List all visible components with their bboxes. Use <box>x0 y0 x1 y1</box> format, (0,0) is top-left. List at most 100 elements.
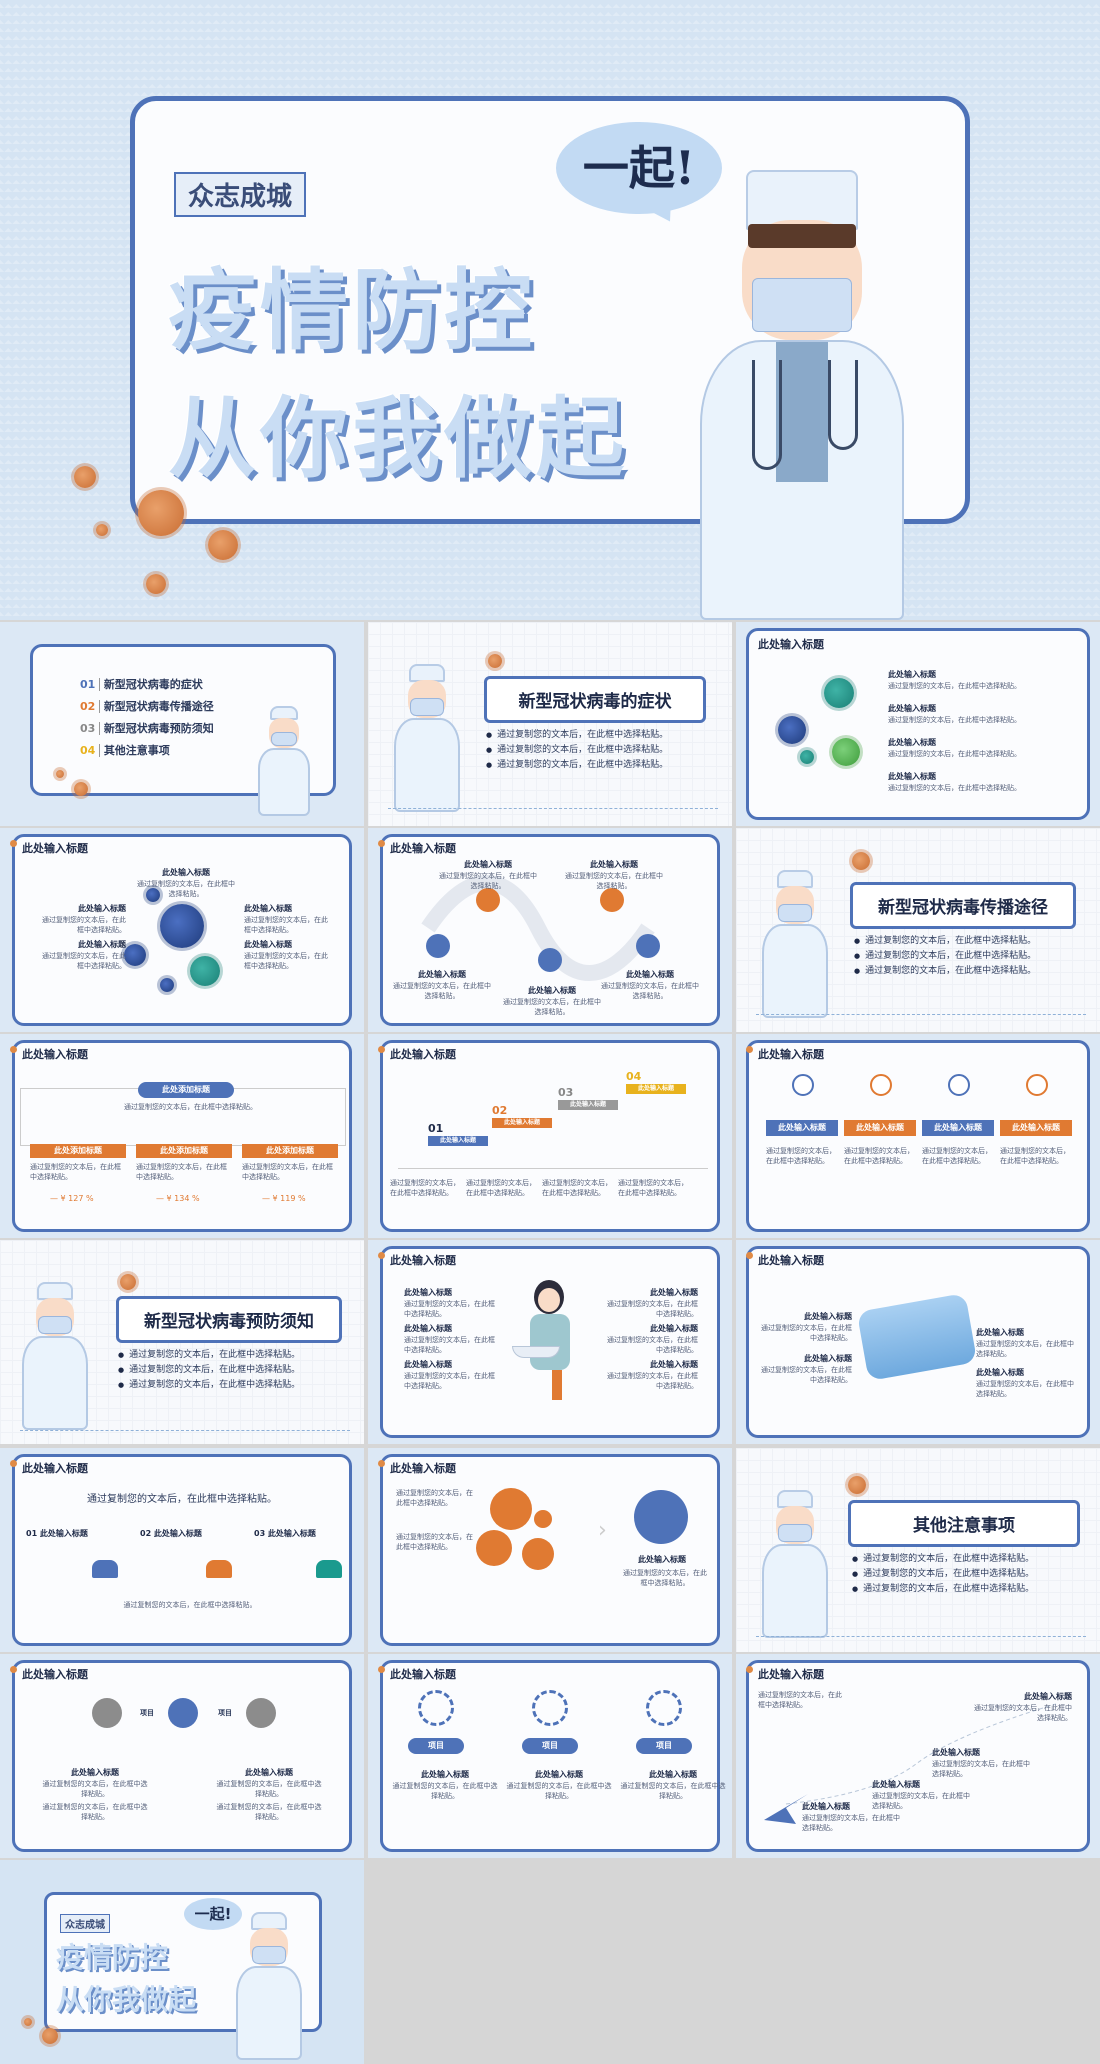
user-icon <box>92 1698 122 1728</box>
section-title: 新型冠状病毒预防须知 <box>116 1296 342 1343</box>
hand-icon <box>948 1074 970 1096</box>
content-slide[interactable]: 此处输入标题 项目 项目 此处输入标题通过复制您的文本后，在此框中选择粘贴。 此… <box>0 1654 364 1858</box>
slide-heading: 此处输入标题 <box>390 1668 456 1681</box>
hand-icon <box>870 1074 892 1096</box>
virus-icon <box>42 2028 58 2044</box>
orange-circle <box>490 1488 532 1530</box>
section-slide-1[interactable]: 新型冠状病毒的症状 通过复制您的文本后，在此框中选择粘贴。通过复制您的文本后，在… <box>368 622 732 826</box>
content-slide[interactable]: 此处输入标题 › 通过复制您的文本后，在此框中选择粘贴。 通过复制您的文本后，在… <box>368 1448 732 1652</box>
slide-heading: 此处输入标题 <box>22 1668 88 1681</box>
slide-heading: 此处输入标题 <box>22 842 88 855</box>
virus-icon <box>160 978 174 992</box>
virus-icon <box>74 782 88 796</box>
content-slide[interactable]: 此处输入标题 01 02 03 04 此处输入标题 此处输入标题 此处输入标题 … <box>368 1034 732 1238</box>
content-slide[interactable]: 此处输入标题 此处添加标题 通过复制您的文本后，在此框中选择粘贴。 此处添加标题… <box>0 1034 364 1238</box>
slide-heading: 此处输入标题 <box>22 1048 88 1061</box>
content-slide[interactable]: 此处输入标题 通过复制您的文本后，在此框中选择粘贴。 此处输入标题通过复制您的文… <box>736 1654 1100 1858</box>
closing-title-line2: 从你我做起 <box>56 1983 197 2016</box>
content-slide[interactable]: 此处输入标题 此处输入标题通过复制您的文本后，在此框中选择粘贴。 此处输入标题通… <box>736 622 1100 826</box>
content-slide[interactable]: 此处输入标题 此处输入标题通过复制您的文本后，在此框中选择粘贴。 此处输入标题通… <box>736 1240 1100 1444</box>
hero-title-line2: 从你我做起 <box>168 386 629 490</box>
toc-slide[interactable]: 01 新型冠状病毒的症状 02 新型冠状病毒传播途径 03 新型冠状病毒预防须知… <box>0 622 364 826</box>
item-button[interactable]: 项目 <box>522 1738 578 1754</box>
hero-tag: 众志成城 <box>174 172 307 217</box>
toc-item[interactable]: 04 其他注意事项 <box>80 744 170 757</box>
step-bar: 此处输入标题 <box>626 1084 686 1094</box>
virus-icon <box>852 852 870 870</box>
gauge-icon <box>532 1690 568 1726</box>
chevron-right-icon: › <box>598 1518 607 1543</box>
paper-plane-path <box>764 1703 1057 1824</box>
virus-icon <box>208 530 238 560</box>
closing-tag: 众志成城 <box>60 1914 110 1933</box>
doctor-illustration <box>760 868 830 1018</box>
gear-icon <box>600 888 624 912</box>
closing-slide[interactable]: 众志成城 疫情防控 从你我做起 一起! <box>0 1860 364 2064</box>
user-list-icon <box>634 1490 688 1544</box>
slide-heading: 此处输入标题 <box>390 1254 456 1267</box>
virus-icon <box>824 678 854 708</box>
doctor-illustration <box>690 160 920 620</box>
virus-icon <box>800 750 814 764</box>
step-bar: 此处输入标题 <box>558 1100 618 1110</box>
content-slide[interactable]: 此处输入标题 此处输入标题通过复制您的文本后，在此框中选择粘贴。 此处输入标题通… <box>368 828 732 1032</box>
step-bar: 此处输入标题 <box>428 1136 488 1146</box>
gear-icon <box>476 888 500 912</box>
closing-title-line1: 疫情防控 <box>56 1941 169 1974</box>
user-icon <box>168 1698 198 1728</box>
title-slide[interactable]: 众志成城 疫情防控 从你我做起 一起! <box>0 0 1100 620</box>
content-slide[interactable]: 此处输入标题 此处输入标题 此处输入标题 此处输入标题 此处输入标题 通过复制您… <box>736 1034 1100 1238</box>
slide-heading: 此处输入标题 <box>390 1462 456 1475</box>
virus-icon <box>124 944 146 966</box>
bullet-list: 通过复制您的文本后，在此框中选择粘贴。通过复制您的文本后，在此框中选择粘贴。通过… <box>854 934 1036 979</box>
orange-bar: 此处输入标题 <box>1000 1120 1072 1136</box>
closing-bubble: 一起! <box>184 1898 242 1930</box>
section-slide-2[interactable]: 新型冠状病毒传播途径 通过复制您的文本后，在此框中选择粘贴。通过复制您的文本后，… <box>736 828 1100 1032</box>
virus-icon <box>120 1274 136 1290</box>
content-slide[interactable]: 此处输入标题 此处输入标题通过复制您的文本后，在此框中选择粘贴。 此处输入标题通… <box>0 828 364 1032</box>
slide-heading: 此处输入标题 <box>390 1048 456 1061</box>
item-button[interactable]: 项目 <box>408 1738 464 1754</box>
handwashing-illustration <box>512 1280 588 1400</box>
slide-heading: 此处输入标题 <box>22 1462 88 1475</box>
toc-item[interactable]: 01 新型冠状病毒的症状 <box>80 678 203 691</box>
people-icon <box>206 1560 232 1578</box>
orange-circle <box>476 1530 512 1566</box>
section-slide-3[interactable]: 新型冠状病毒预防须知 通过复制您的文本后，在此框中选择粘贴。通过复制您的文本后，… <box>0 1240 364 1444</box>
virus-icon <box>146 888 160 902</box>
doctor-illustration <box>392 662 462 812</box>
title-pill: 此处添加标题 <box>138 1082 234 1098</box>
virus-icon <box>160 904 204 948</box>
user-icon <box>246 1698 276 1728</box>
content-slide[interactable]: 此处输入标题 项目 项目 项目 此处输入标题通过复制您的文本后，在此框中选择粘贴… <box>368 1654 732 1858</box>
doctor-illustration <box>234 1910 304 2060</box>
toc-item[interactable]: 03 新型冠状病毒预防须知 <box>80 722 214 735</box>
slide-heading: 此处输入标题 <box>390 842 456 855</box>
gear-icon <box>538 948 562 972</box>
virus-icon <box>56 770 64 778</box>
virus-icon <box>146 574 166 594</box>
gauge-icon <box>646 1690 682 1726</box>
hand-icon <box>1026 1074 1048 1096</box>
wave-path <box>421 875 655 981</box>
slide-heading: 此处输入标题 <box>758 638 824 651</box>
content-slide[interactable]: 此处输入标题 通过复制您的文本后，在此框中选择粘贴。 01 此处输入标题 02 … <box>0 1448 364 1652</box>
blue-bar: 此处输入标题 <box>766 1120 838 1136</box>
hero-title-line1: 疫情防控 <box>168 258 537 362</box>
content-slide[interactable]: 此处输入标题 此处输入标题通过复制您的文本后，在此框中选择粘贴。 此处输入标题通… <box>368 1240 732 1444</box>
people-icon <box>92 1560 118 1578</box>
section-title: 新型冠状病毒的症状 <box>484 676 706 723</box>
section-title: 其他注意事项 <box>848 1500 1080 1547</box>
doctor-illustration <box>20 1280 90 1430</box>
section-slide-4[interactable]: 其他注意事项 通过复制您的文本后，在此框中选择粘贴。通过复制您的文本后，在此框中… <box>736 1448 1100 1652</box>
doctor-illustration <box>256 704 312 816</box>
virus-icon <box>138 490 184 536</box>
virus-icon <box>24 2018 32 2026</box>
item-button[interactable]: 项目 <box>636 1738 692 1754</box>
people-icon <box>316 1560 342 1578</box>
gauge-icon <box>418 1690 454 1726</box>
gear-icon <box>426 934 450 958</box>
orange-bar: 此处添加标题 <box>136 1144 232 1158</box>
blue-bar: 此处输入标题 <box>922 1120 994 1136</box>
toc-item[interactable]: 02 新型冠状病毒传播途径 <box>80 700 214 713</box>
